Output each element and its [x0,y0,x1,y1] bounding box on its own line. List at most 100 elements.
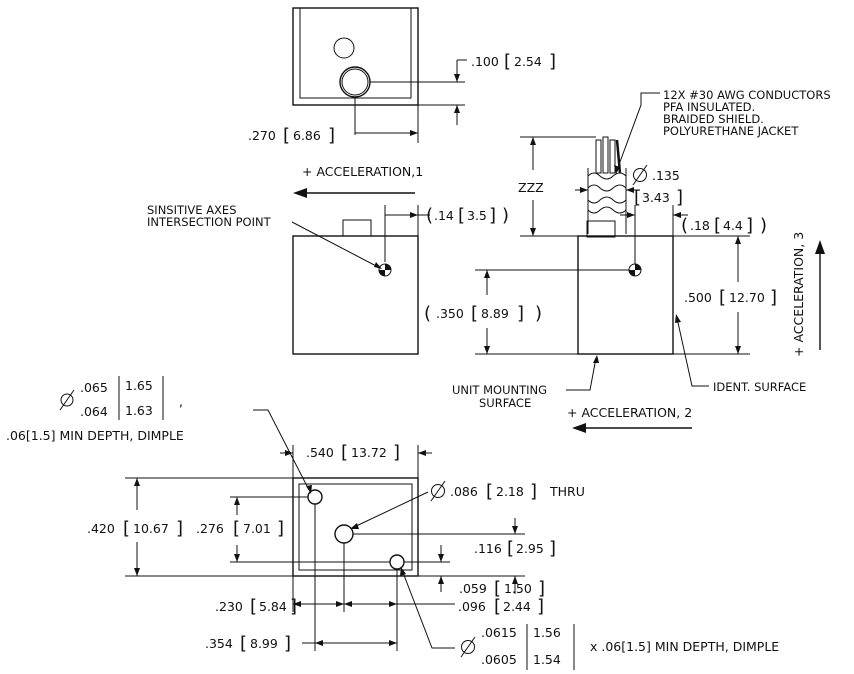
side-view-body [292,235,419,355]
x-gap-in: .096 [458,599,486,614]
dimple-depth-note: .06[1.5] MIN DEPTH, DIMPLE [6,428,184,443]
svg-text:]: ] [538,578,545,599]
top-view-outline [292,7,419,106]
bottom-view-body [292,477,419,577]
cable-note-4: POLYURETHANE JACKET [663,124,799,138]
bottom-width-mm: 13.72 [351,445,387,460]
svg-text:]: ] [517,303,524,324]
top-view-small-circle [333,37,355,59]
svg-text:]: ] [549,538,556,559]
mounting-surface-label-2: SURFACE [479,396,531,410]
x-right-mm: 8.99 [250,636,278,651]
y-low-in: .059 [459,581,487,596]
mounting-surface-label-1: UNIT MOUNTING [452,383,547,397]
y-upper-mm: 7.01 [243,521,271,536]
dimple-dia-min-in: .064 [80,404,108,419]
acceleration-1-arrow [293,188,307,198]
top-view-large-circle [339,66,371,98]
svg-text:]: ] [746,215,753,236]
svg-text:]: ] [328,125,335,146]
y-low-mm: 1.50 [504,581,532,596]
bottom-view: .065 .064 1.65 1.63 , .06[1.5] MIN DEPTH… [6,376,779,670]
svg-text:[: [ [341,442,348,463]
small-dia-max-mm: 1.56 [533,625,561,640]
cable-dia-in: .135 [652,168,680,183]
height-center-mm: 8.89 [481,306,509,321]
svg-text:(: ( [681,215,688,236]
svg-text:]: ] [290,596,297,617]
svg-text:[: [ [494,596,501,617]
x-gap-mm: 2.44 [503,599,531,614]
thru-hole [334,524,354,544]
svg-text:]: ] [549,51,556,72]
svg-text:): ) [760,215,767,236]
sensitive-axes-label-1: SINSITIVE AXES [147,203,237,217]
bottom-width-in: .540 [306,445,334,460]
small-dia-max-in: .0615 [481,625,517,640]
acceleration-2-label: + ACCELERATION, 2 [567,405,692,420]
bottom-height-mm: 10.67 [133,521,169,536]
cable-dia-mm: 3.43 [642,190,670,205]
top-width-mm: 6.86 [293,128,321,143]
top-view-inner-outline [299,8,412,99]
cable-note-1: 12X #30 AWG CONDUCTORS [663,88,831,102]
svg-text:[: [ [486,481,493,502]
svg-text:]: ] [176,518,183,539]
side-top-offset-in: .14 [434,208,454,223]
svg-text:[: [ [634,187,641,208]
svg-text:]: ] [530,481,537,502]
small-dia-min-mm: 1.54 [533,652,561,667]
svg-text:[: [ [471,303,478,324]
front-right-offset-in: .18 [690,218,710,233]
front-right-offset-mm: 4.4 [723,218,743,233]
svg-text:]: ] [393,442,400,463]
acceleration-1-label: + ACCELERATION,1 [302,164,423,179]
dimple-dia-max-mm: 1.65 [125,378,153,393]
svg-text:[: [ [283,125,290,146]
side-top-offset-mm: 3.5 [467,208,487,223]
svg-text:]: ] [676,187,683,208]
cable-length-label: ZZZ [518,180,544,195]
thru-label: THRU [549,484,585,499]
body-height-in: .500 [684,290,712,305]
body-height-mm: 12.70 [729,290,765,305]
svg-text:): ) [535,303,542,324]
svg-text:): ) [502,205,509,226]
x-mid-mm: 5.84 [259,599,287,614]
ident-surface-label: IDENT. SURFACE [713,380,806,394]
svg-text:[: [ [504,51,511,72]
svg-text:[: [ [507,538,514,559]
front-connector-stub [586,220,616,238]
side-view: + ACCELERATION,1 SINSITIVE AXES INTERSEC… [147,164,509,355]
small-dimple-hole [389,554,405,570]
small-dimple-depth-note: x .06[1.5] MIN DEPTH, DIMPLE [590,639,779,654]
x-mid-in: .230 [215,599,243,614]
top-view: .100 [ 2.54 ] .270 [ 6.86 ] [248,7,556,146]
x-right-in: .354 [205,636,233,651]
cable-jacket [587,168,627,234]
svg-text:[: [ [458,205,465,226]
svg-text:[: [ [123,518,130,539]
acceleration-3-label: + ACCELERATION, 3 [791,232,806,357]
height-center-in: .350 [436,306,464,321]
dimple-dia-max-in: .065 [80,380,108,395]
top-width-in: .270 [248,128,276,143]
dimple-comma: , [179,394,183,409]
thru-dia-in: .086 [450,484,478,499]
svg-text:[: [ [250,596,257,617]
y-upper-in: .276 [196,521,224,536]
svg-text:(: ( [424,303,431,324]
y-mid-mm: 2.95 [516,541,544,556]
svg-text:]: ] [770,287,777,308]
svg-text:[: [ [233,518,240,539]
cable-note-2: PFA INSULATED. [663,100,755,114]
thru-dia-mm: 2.18 [496,484,524,499]
svg-text:]: ] [284,633,291,654]
sensitive-axes-label-2: INTERSECTION POINT [147,215,272,229]
svg-text:[: [ [719,287,726,308]
top-hole-offset-mm: 2.54 [514,54,542,69]
small-dia-min-in: .0605 [481,652,517,667]
dimple-hole [307,489,323,505]
svg-text:(: ( [426,205,433,226]
